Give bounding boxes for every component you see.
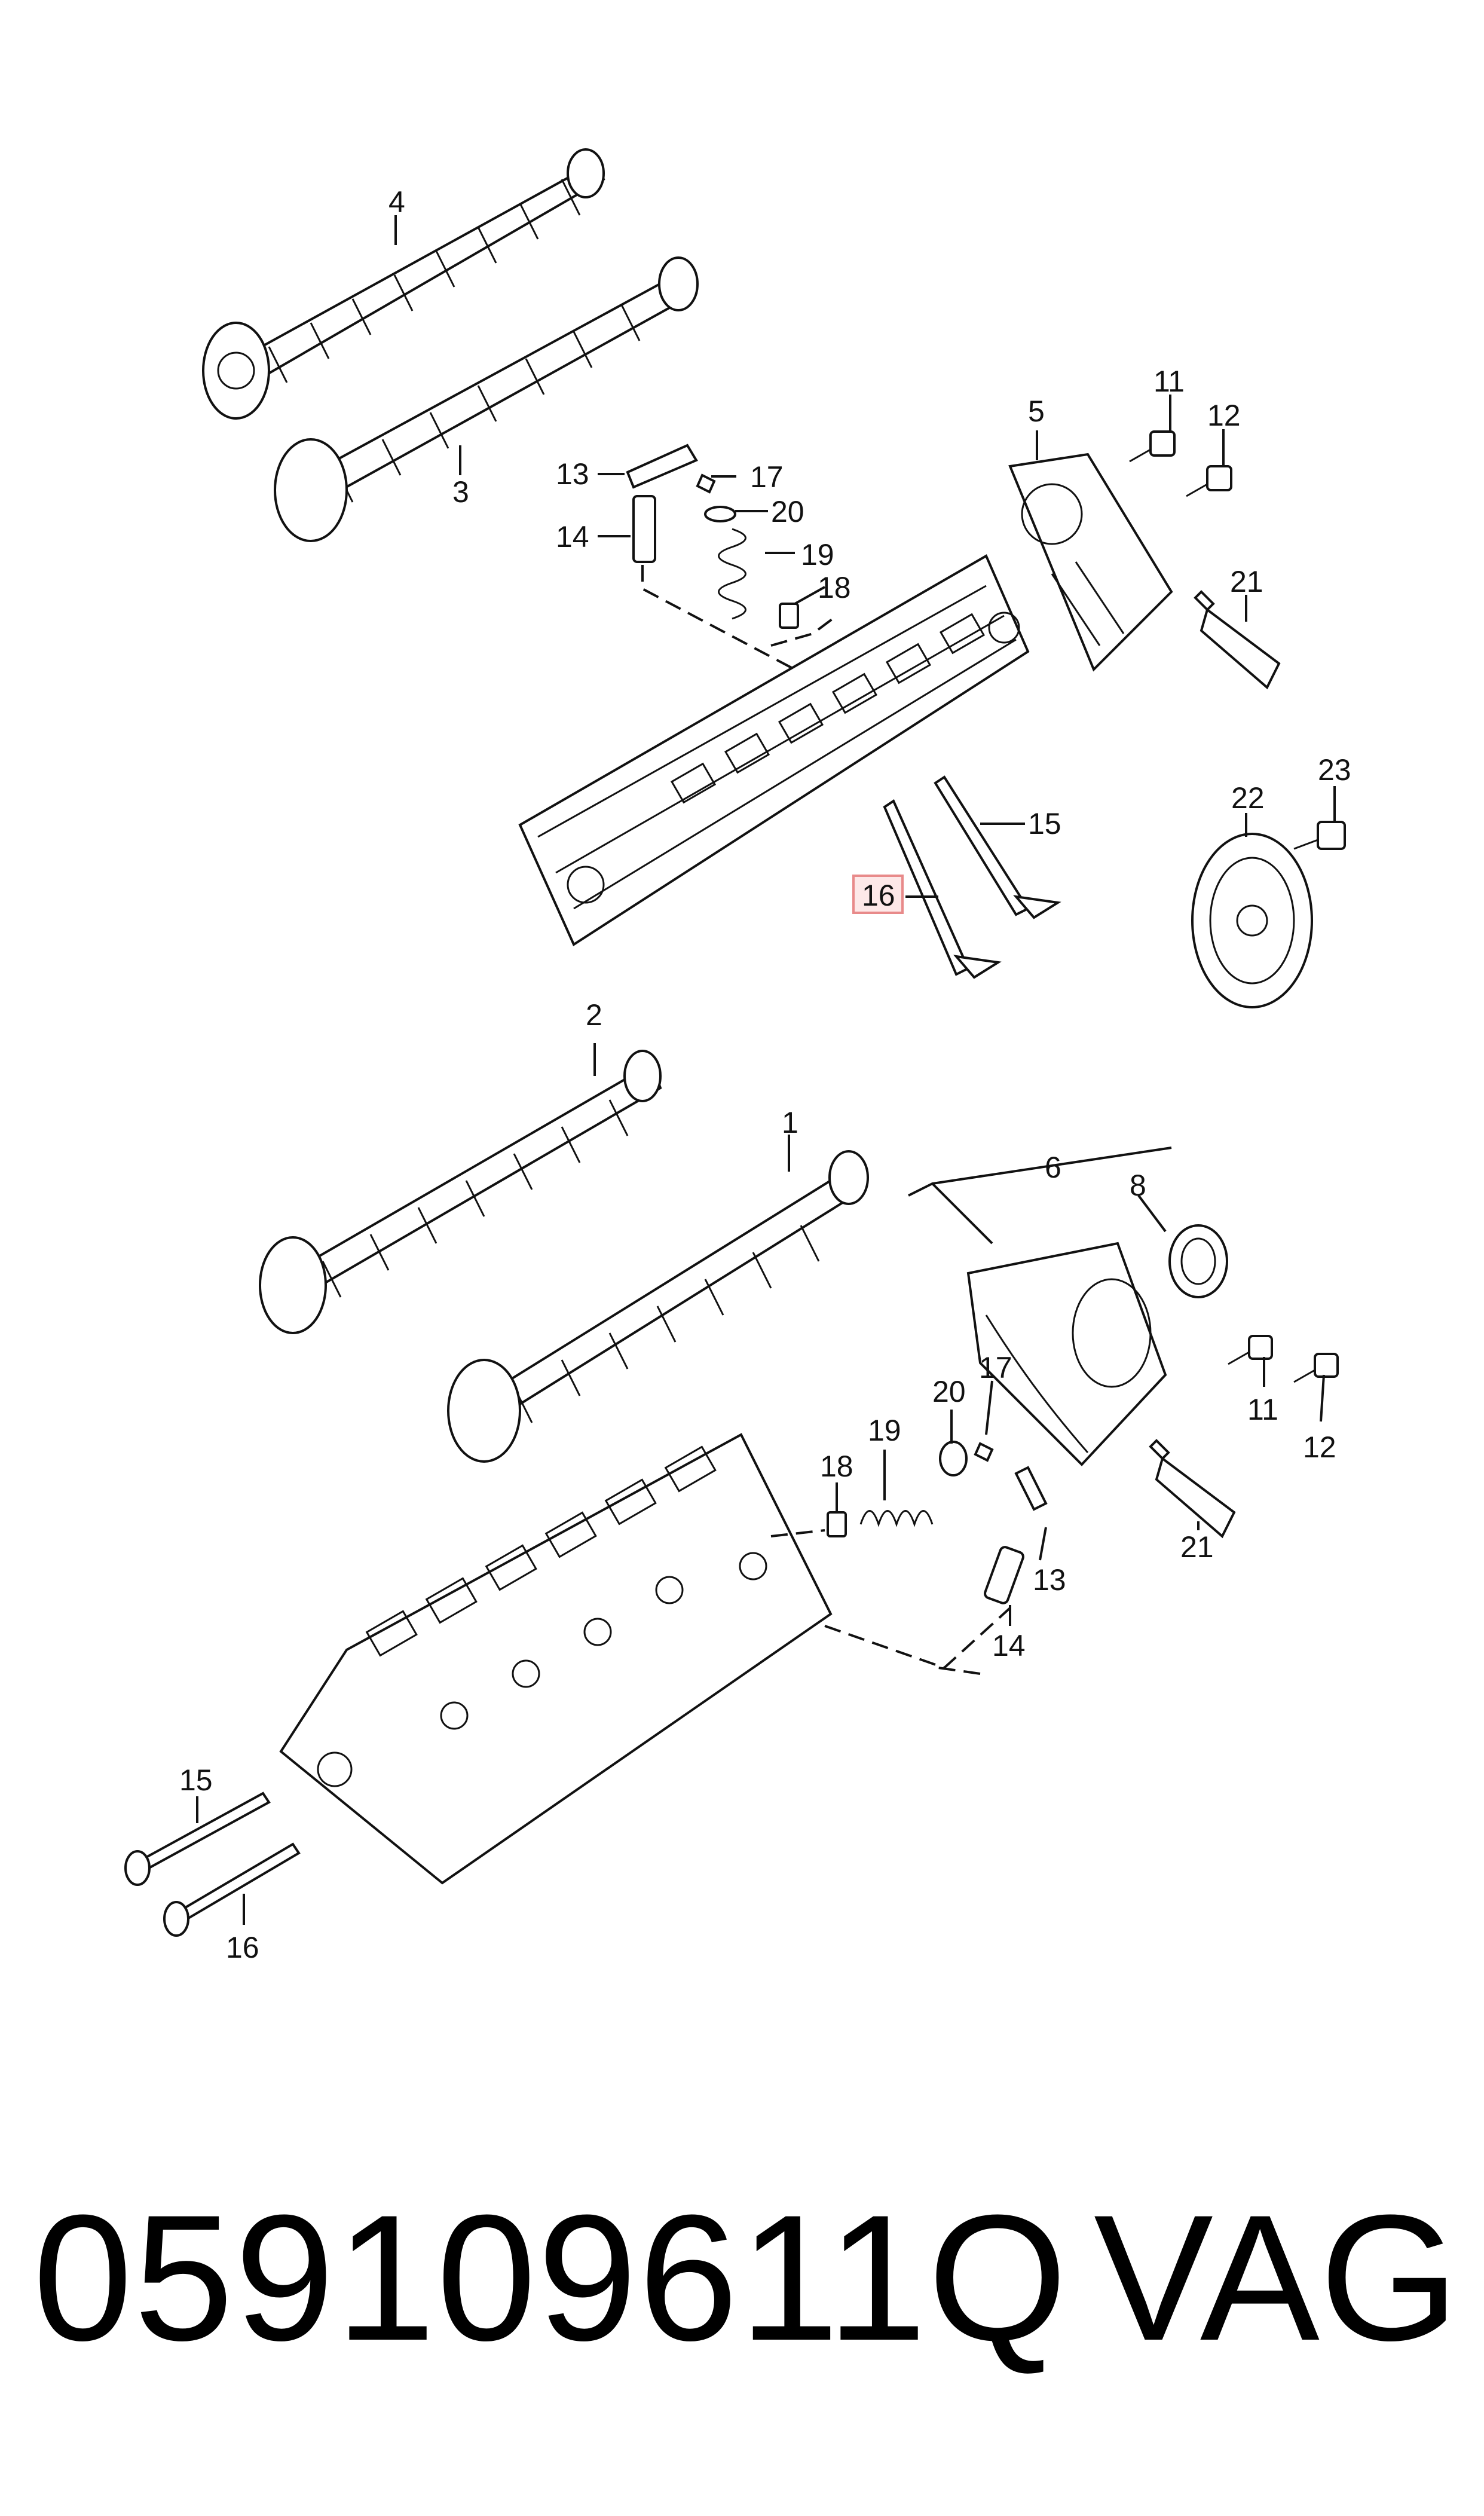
callout-12b: 12: [1303, 1430, 1336, 1464]
seal-8: [1168, 1224, 1228, 1298]
callout-23: 23: [1318, 753, 1351, 787]
callout-18a: 18: [818, 571, 851, 604]
callout-16b: 16: [226, 1931, 259, 1964]
callout-3: 3: [452, 475, 469, 509]
callout-14a: 14: [556, 520, 589, 554]
valve-train-upper: [626, 444, 799, 629]
cylinder-head-upper: [518, 554, 1030, 946]
callout-20a: 20: [771, 495, 804, 528]
callout-labels: 4 3 5 11 12 13 17 20 19 18 14 21 15 16 2…: [179, 185, 1351, 1964]
sealant-tube-21-lower: [1149, 1439, 1236, 1539]
callout-12a: 12: [1207, 399, 1241, 432]
callout-11a: 11: [1153, 365, 1185, 398]
brand-name: VAG: [1094, 2177, 1459, 2378]
timing-cover-5: [1008, 453, 1173, 672]
callout-21a: 21: [1230, 565, 1263, 598]
callout-17b: 17: [979, 1351, 1012, 1384]
dashed-lines: [641, 565, 1011, 1675]
bolt-23: [1293, 821, 1346, 850]
callout-19a: 19: [801, 538, 834, 571]
camshaft-4: [202, 148, 605, 420]
callout-20b: 20: [932, 1375, 966, 1408]
valve-train-lower: [827, 1441, 1048, 1604]
callout-15b: 15: [179, 1763, 213, 1797]
callout-6: 6: [1045, 1151, 1061, 1184]
part-number: 059109611Q: [33, 2177, 1069, 2378]
sprocket-22: [1191, 833, 1313, 1008]
camshaft-2: [259, 1050, 662, 1334]
callout-22: 22: [1231, 781, 1265, 815]
camshaft-3: [274, 256, 699, 542]
valves-lower: [124, 1792, 301, 1937]
cylinder-head-lower: [279, 1433, 833, 1885]
callout-16a: 16: [862, 879, 895, 912]
callout-4: 4: [388, 185, 405, 219]
camshaft-1: [447, 1150, 869, 1463]
valves-upper: [883, 775, 1061, 979]
cover-6: [966, 1242, 1167, 1466]
callout-14b: 14: [992, 1629, 1026, 1662]
callout-15a: 15: [1028, 807, 1061, 840]
sealant-tube-21-upper: [1194, 590, 1281, 690]
callout-2: 2: [586, 998, 602, 1032]
callout-18b: 18: [820, 1450, 853, 1483]
leader-lines: [196, 215, 1336, 1925]
callout-11b: 11: [1247, 1393, 1278, 1426]
callout-19b: 19: [868, 1414, 901, 1447]
callout-17a: 17: [750, 460, 784, 494]
callout-5: 5: [1028, 395, 1045, 428]
callout-21b: 21: [1180, 1530, 1214, 1564]
callout-13a: 13: [556, 457, 589, 491]
highlight-box-16: [852, 875, 904, 914]
callout-8: 8: [1130, 1169, 1146, 1202]
callout-13b: 13: [1033, 1563, 1066, 1597]
bolts-lower: [1228, 1335, 1339, 1383]
bolts-upper: [1129, 430, 1232, 497]
callout-1: 1: [782, 1106, 798, 1139]
